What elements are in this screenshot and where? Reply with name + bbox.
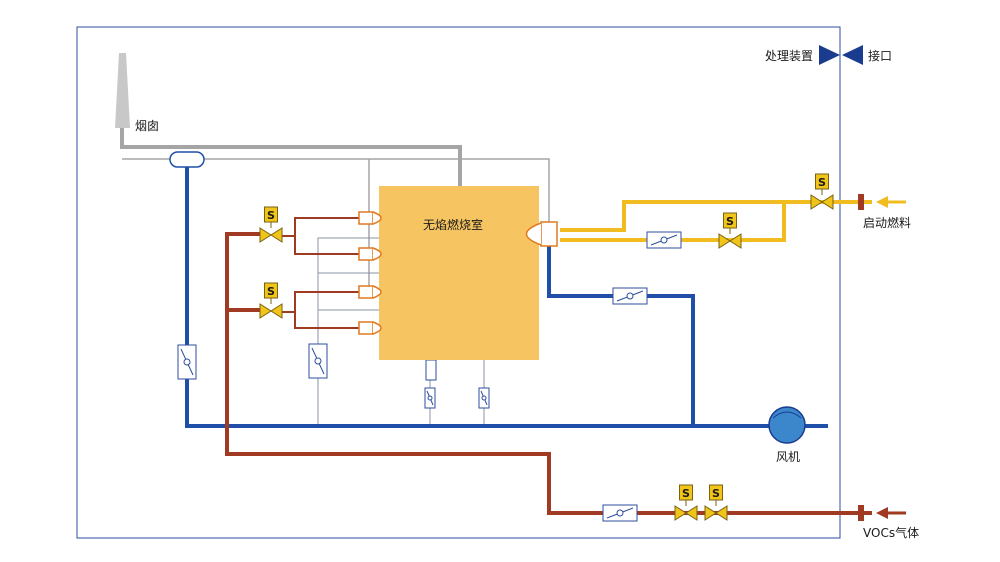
interface-label: 接口 [868,48,892,63]
damper-valve-icon [612,287,648,305]
solenoid-valve-icon: S [704,484,728,521]
svg-text:S: S [712,487,720,500]
burner-icon [358,321,382,335]
solenoid-valve-icon: S [259,206,283,243]
processing-device-label: 处理装置 [765,49,813,63]
svg-text:S: S [267,285,275,298]
interface-arrow-icon [819,45,840,65]
damper-valve-icon [478,387,490,409]
svg-text:S: S [726,215,734,228]
voc-gas-label: VOCs气体 [863,525,919,540]
chamber-outlet-box [425,359,437,381]
fan-icon [768,406,806,444]
startup-fuel-line [560,200,858,242]
solenoid-valve-icon: S [259,282,283,319]
start-burner-icon [525,221,558,247]
voc-gas-line [225,217,858,515]
solenoid-valve-icon: S [674,484,698,521]
burner-icon [358,285,382,299]
svg-text:S: S [818,176,826,189]
solenoid-valve-icon: S [718,212,742,249]
damper-valve-icon [646,231,682,249]
damper-valve-icon [177,344,197,380]
flameless-combustion-chamber [379,186,539,360]
svg-text:S: S [682,487,690,500]
fan-label: 风机 [776,450,800,464]
chimney-label: 烟囱 [135,119,159,133]
fuel-inlet-flange [858,194,864,210]
burner-icon [358,211,382,225]
damper-valve-icon [424,387,436,409]
voc-inlet-flange [858,505,864,521]
interface-arrow-icon [842,45,863,65]
fan-blade [772,411,802,419]
burner-icon [358,247,382,261]
flow-arrow-icon [876,196,888,208]
solenoid-valve-icon: S [810,173,834,210]
chamber-label: 无焰燃烧室 [423,217,483,232]
startup-fuel-label: 启动燃料 [863,215,911,230]
damper-valve-icon [308,343,328,379]
system-boundary-frame [76,26,841,539]
damper-valve-icon [602,504,638,522]
chimney-icon [115,53,130,128]
svg-text:S: S [267,209,275,222]
air-damper-icon [169,151,205,168]
flow-arrow-icon [876,507,888,519]
